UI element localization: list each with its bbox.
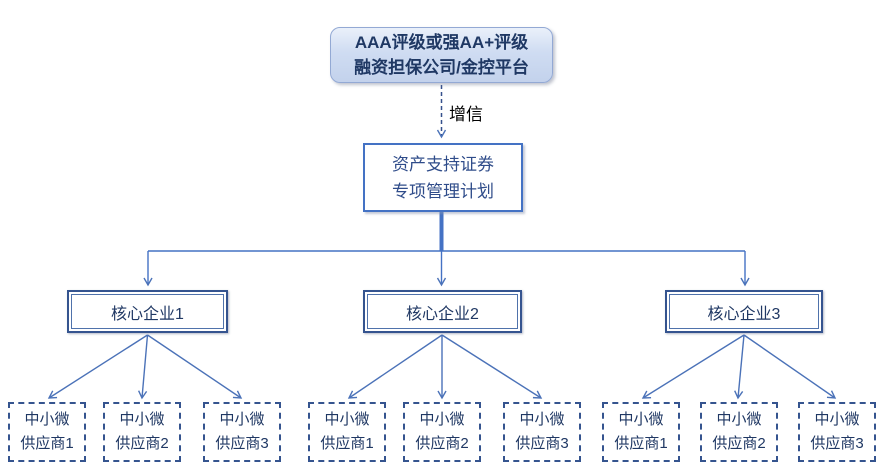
supplier-label-line1: 中小微 [119, 411, 165, 428]
core-company-1-box: 核心企业1 [67, 290, 228, 333]
group2-supplier-3-box: 中小微 供应商3 [503, 402, 581, 462]
core-company-2-label: 核心企业2 [406, 305, 479, 323]
abs-plan-box-line2: 专项管理计划 [392, 181, 494, 201]
guarantor-box: AAA评级或强AA+评级 融资担保公司/金控平台 [330, 27, 553, 83]
supplier-label-line1: 中小微 [814, 411, 860, 428]
plan-to-core-connectors [143, 212, 750, 287]
guarantor-box-line1: AAA评级或强AA+评级 [354, 33, 529, 52]
supplier-label-line2: 供应商1 [20, 435, 74, 452]
supplier-label-line2: 供应商1 [320, 435, 374, 452]
core-company-1-label: 核心企业1 [111, 305, 184, 323]
core1-to-suppliers-arrows [47, 334, 243, 400]
abs-plan-box-line1: 资产支持证券 [392, 154, 494, 174]
core2-to-suppliers-arrows [347, 334, 543, 400]
supplier-label-line2: 供应商1 [614, 435, 668, 452]
core-company-3-box: 核心企业3 [665, 290, 823, 333]
supplier-label-line2: 供应商2 [712, 435, 766, 452]
group1-supplier-1-box: 中小微 供应商1 [8, 402, 86, 462]
group3-supplier-3-box: 中小微 供应商3 [798, 402, 876, 462]
supplier-label-line1: 中小微 [519, 411, 565, 428]
supplier-label-line2: 供应商3 [515, 435, 569, 452]
core-company-2-box: 核心企业2 [363, 290, 522, 333]
group3-supplier-1-box: 中小微 供应商1 [602, 402, 680, 462]
group2-supplier-2-box: 中小微 供应商2 [403, 402, 481, 462]
credit-enhancement-label: 增信 [449, 105, 483, 124]
supplier-label-line1: 中小微 [419, 411, 465, 428]
supplier-label-line1: 中小微 [24, 411, 70, 428]
supplier-label-line2: 供应商2 [415, 435, 469, 452]
supplier-label-line1: 中小微 [324, 411, 370, 428]
supplier-label-line2: 供应商3 [810, 435, 864, 452]
group3-supplier-2-box: 中小微 供应商2 [700, 402, 778, 462]
core3-to-suppliers-arrows [641, 334, 837, 400]
guarantor-box-line2: 融资担保公司/金控平台 [354, 58, 529, 77]
supplier-label-line1: 中小微 [716, 411, 762, 428]
supplier-label-line2: 供应商3 [215, 435, 269, 452]
group1-supplier-2-box: 中小微 供应商2 [103, 402, 181, 462]
supplier-label-line2: 供应商2 [115, 435, 169, 452]
supplier-label-line1: 中小微 [618, 411, 664, 428]
core-company-3-label: 核心企业3 [707, 305, 781, 323]
abs-plan-box: 资产支持证券 专项管理计划 [363, 143, 523, 212]
group2-supplier-1-box: 中小微 供应商1 [308, 402, 386, 462]
supplier-label-line1: 中小微 [219, 411, 265, 428]
group1-supplier-3-box: 中小微 供应商3 [203, 402, 281, 462]
